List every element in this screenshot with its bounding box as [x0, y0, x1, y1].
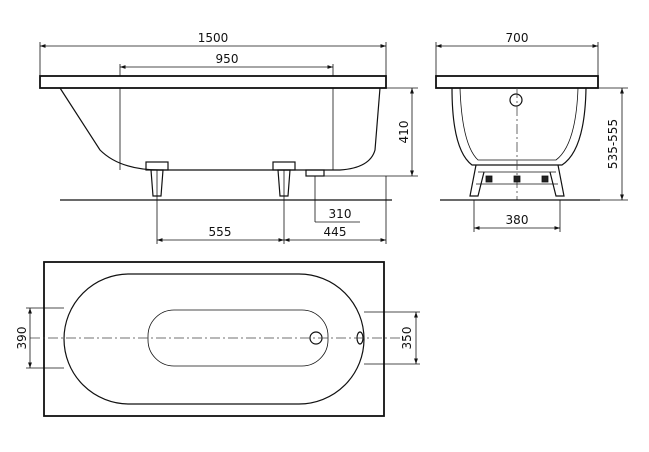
front-overflow-circle — [509, 93, 523, 107]
front-tub-inner — [459, 87, 579, 161]
side-leg-right — [272, 161, 296, 200]
dim-label-1500: 1500 — [198, 31, 229, 45]
dim-label-380: 380 — [506, 213, 529, 227]
dim-label-310: 310 — [329, 207, 352, 221]
dim-label-445: 445 — [324, 225, 347, 239]
side-rim — [39, 75, 387, 89]
dim-label-535-555: 535-555 — [606, 119, 620, 169]
dim-label-950: 950 — [216, 52, 239, 66]
front-tub-body — [451, 87, 587, 166]
dim-label-700: 700 — [506, 31, 529, 45]
dim-label-350: 350 — [400, 327, 414, 350]
dim-label-390: 390 — [15, 327, 29, 350]
side-view: 1500 950 410 310 555 445 — [39, 31, 418, 244]
top-view: 390 350 — [15, 261, 420, 417]
dim-label-555: 555 — [209, 225, 232, 239]
side-tub-body — [59, 87, 381, 171]
front-leg-frame — [469, 164, 565, 197]
front-rim — [435, 75, 599, 89]
front-view: 700 535-555 380 — [435, 31, 628, 232]
dim-label-410: 410 — [397, 121, 411, 144]
side-drain — [305, 169, 325, 177]
top-inner-basin — [63, 273, 365, 405]
side-leg-left — [145, 161, 169, 200]
top-outer-rim — [43, 261, 385, 417]
